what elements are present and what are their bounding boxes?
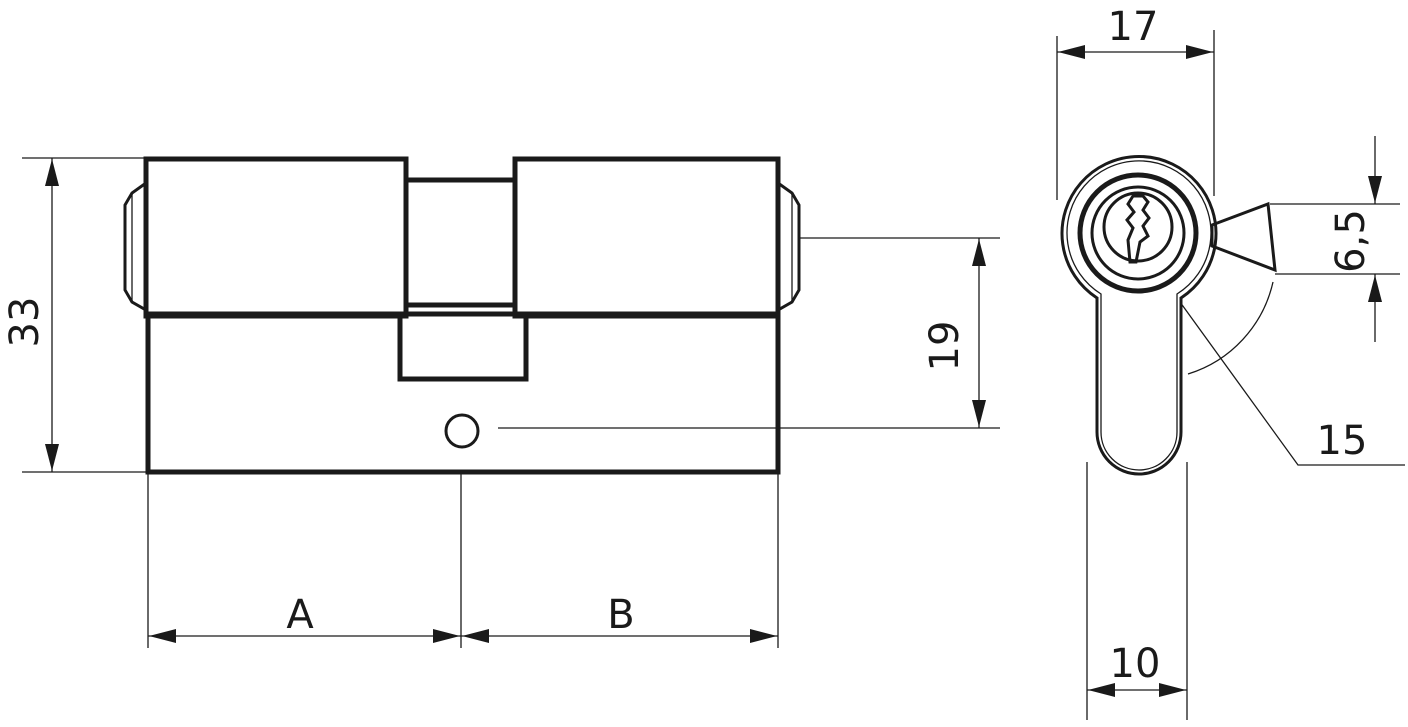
cam-width-label: 6,5 bbox=[1328, 209, 1374, 273]
dimension-screw-offset: 19 bbox=[498, 237, 1000, 429]
width-top-label: 17 bbox=[1108, 4, 1159, 50]
keyway-plug bbox=[1102, 191, 1174, 263]
dimension-height: 33 bbox=[2, 157, 148, 473]
screw-offset-label: 19 bbox=[922, 321, 968, 372]
cylinder-body bbox=[145, 311, 781, 475]
end-view bbox=[1060, 155, 1277, 476]
left-cylinder-head bbox=[143, 156, 409, 319]
cam-notch bbox=[397, 316, 529, 382]
length-b-label: B bbox=[607, 592, 634, 638]
length-a-label: A bbox=[286, 592, 314, 638]
dimension-cam-width: 6,5 bbox=[1270, 136, 1400, 342]
dimension-cam-angle: 15 bbox=[1179, 301, 1405, 466]
profile-outline bbox=[1060, 155, 1218, 476]
cam-angle-label: 15 bbox=[1317, 418, 1368, 464]
keyway-icon bbox=[1125, 194, 1151, 264]
height-label: 33 bbox=[2, 297, 48, 348]
body-width-label: 10 bbox=[1110, 641, 1161, 687]
dimension-lengths: A B bbox=[147, 474, 779, 648]
dimension-width-top: 17 bbox=[1056, 4, 1215, 200]
center-connector bbox=[403, 177, 518, 308]
side-view bbox=[123, 156, 801, 475]
left-plug-cap bbox=[123, 180, 148, 313]
right-plug-cap bbox=[776, 180, 801, 313]
cam bbox=[1210, 201, 1277, 273]
screw-hole bbox=[444, 413, 480, 449]
right-cylinder-head bbox=[512, 156, 781, 319]
head-ring bbox=[1077, 172, 1199, 294]
dimension-body-width: 10 bbox=[1086, 462, 1188, 720]
